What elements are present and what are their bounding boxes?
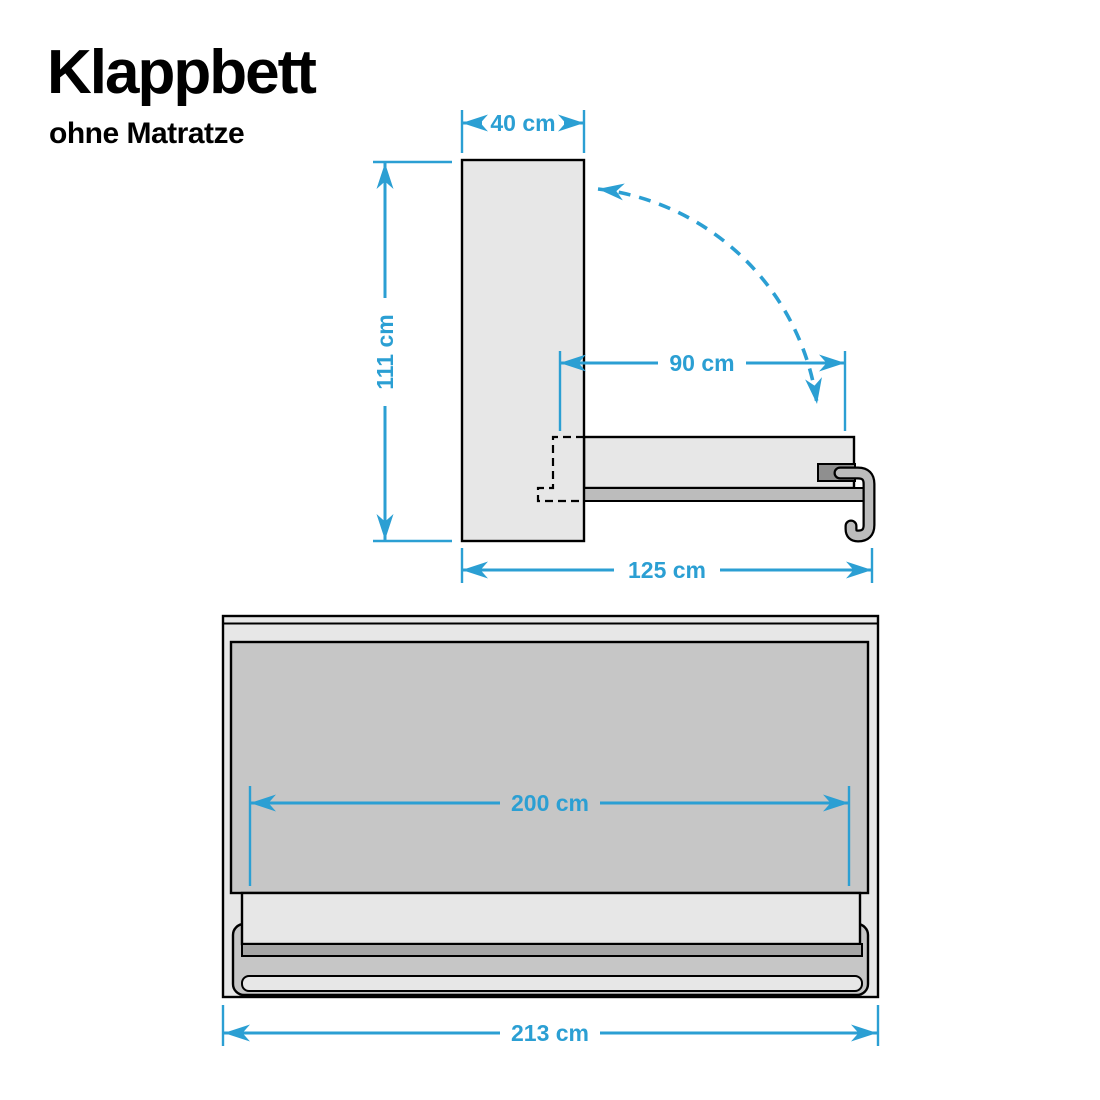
dim-cabinet-width: 40 cm <box>460 110 586 153</box>
bed-underside-panel <box>229 640 870 895</box>
dim-label-total-depth: 125 cm <box>628 557 706 583</box>
dim-label-total-width: 213 cm <box>511 1020 589 1046</box>
dim-total-depth: 125 cm <box>460 548 874 583</box>
fold-motion-arc-icon <box>597 183 822 405</box>
page-title: Klappbett <box>47 38 317 107</box>
side-view <box>460 158 876 543</box>
dim-bed-depth: 90 cm <box>558 350 847 431</box>
dim-lying-width: 200 cm <box>248 786 851 886</box>
dim-total-width: 213 cm <box>221 1005 880 1046</box>
dark-rail-band <box>241 943 863 957</box>
hidden-edge-dashes <box>536 435 584 503</box>
dim-label-lying-width: 200 cm <box>511 790 589 816</box>
dim-cabinet-height: 111 cm <box>372 160 452 543</box>
bottom-light-strip <box>241 975 863 992</box>
dim-label-cabinet-width: 40 cm <box>490 110 555 136</box>
bed-frame-slat <box>583 487 867 502</box>
fold-out-leg-hook <box>835 468 874 541</box>
bed-platform-side <box>582 435 856 490</box>
dim-label-bed-depth: 90 cm <box>669 350 734 376</box>
page-subtitle: ohne Matratze <box>49 117 245 150</box>
front-rail-panel <box>240 891 862 946</box>
cabinet-side-profile <box>460 158 586 543</box>
front-view <box>221 614 880 999</box>
dim-label-cabinet-height: 111 cm <box>372 314 398 389</box>
